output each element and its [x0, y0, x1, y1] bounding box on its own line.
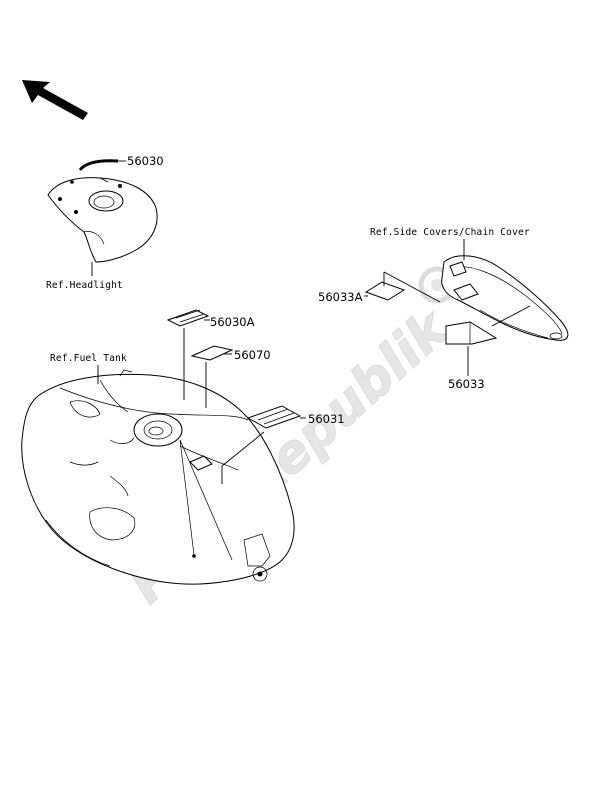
sticker-56033 — [445, 321, 498, 345]
side-cover — [441, 255, 569, 341]
label-56030A: 56030A — [210, 315, 255, 329]
sticker-56031 — [246, 405, 302, 429]
label-56033A: 56033A — [318, 290, 363, 304]
arrow-up-left-icon — [22, 80, 88, 120]
label-56030: 56030 — [127, 154, 164, 168]
label-56070: 56070 — [234, 348, 271, 362]
label-56033: 56033 — [448, 377, 485, 391]
ref-headlight-label: Ref.Headlight — [46, 280, 123, 291]
ref-side-covers-label: Ref.Side Covers/Chain Cover — [370, 227, 530, 238]
headlight-housing — [47, 177, 158, 263]
ref-fuel-tank-label: Ref.Fuel Tank — [50, 353, 127, 364]
sticker-56033A — [364, 281, 406, 301]
label-56031: 56031 — [308, 412, 345, 426]
sticker-56070 — [190, 345, 234, 361]
fuel-tank — [21, 369, 295, 585]
sticker-tank-tab — [189, 455, 213, 471]
sticker-56030A — [166, 309, 210, 327]
sticker-56030 — [78, 159, 119, 172]
